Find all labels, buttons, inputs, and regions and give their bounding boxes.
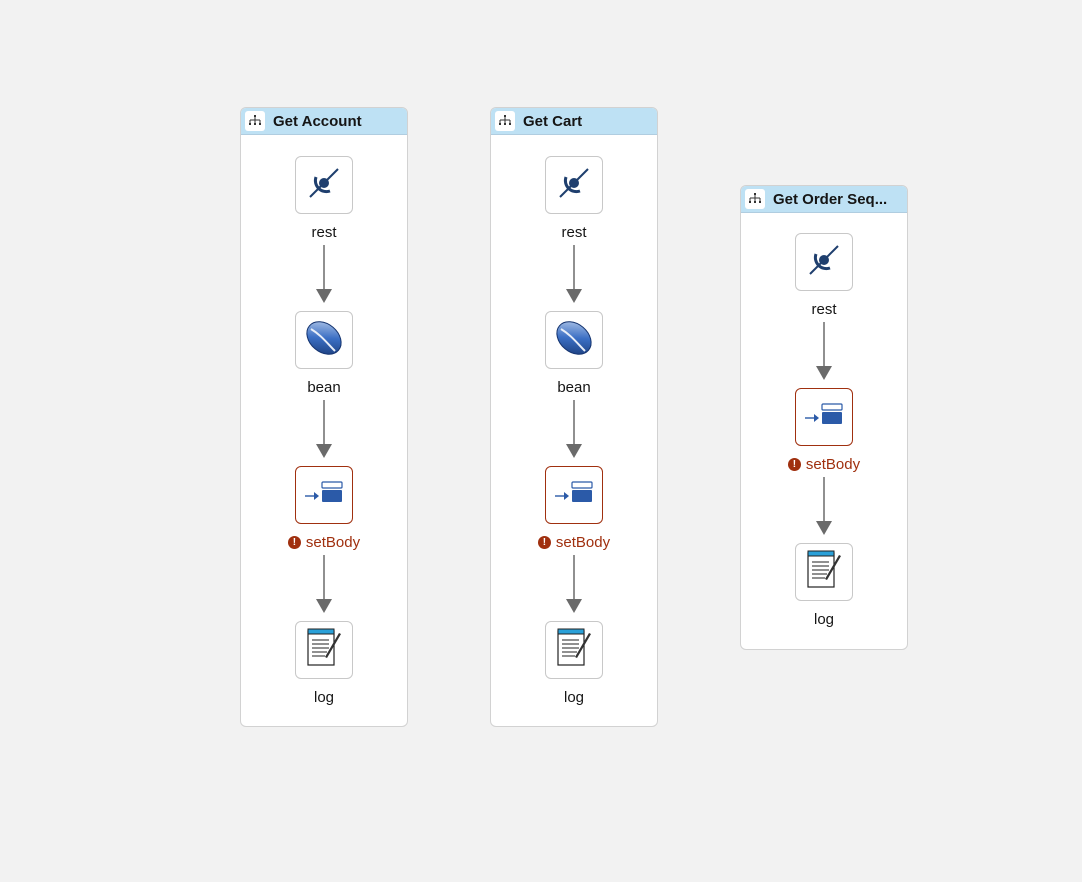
edge-arrow xyxy=(566,245,582,308)
route-title: Get Cart xyxy=(523,112,583,130)
rest-icon xyxy=(306,165,342,206)
rest-icon xyxy=(556,165,592,206)
route-header[interactable]: Get Account xyxy=(241,108,407,135)
step-label: bean xyxy=(557,379,591,396)
route-title: Get Order Seq... xyxy=(773,190,888,208)
step-rest[interactable]: rest xyxy=(499,156,649,241)
step-label: ! setBody xyxy=(749,456,899,473)
step-log[interactable]: log xyxy=(499,621,649,706)
step-log-box[interactable] xyxy=(545,621,603,679)
step-bean-box[interactable] xyxy=(295,311,353,369)
step-log-box[interactable] xyxy=(795,543,853,601)
step-bean-box[interactable] xyxy=(545,311,603,369)
edge-arrow xyxy=(316,400,332,463)
step-setbody[interactable]: ! setBody xyxy=(249,466,399,551)
step-label: bean xyxy=(307,379,341,396)
setbody-icon xyxy=(554,480,594,510)
step-label: log xyxy=(313,689,335,706)
step-label: log xyxy=(563,689,585,706)
step-label: ! setBody xyxy=(499,534,649,551)
route-title: Get Account xyxy=(273,112,362,130)
log-icon xyxy=(555,627,593,674)
error-icon: ! xyxy=(787,458,801,471)
step-log[interactable]: log xyxy=(249,621,399,706)
step-setbody-box[interactable] xyxy=(795,388,853,446)
step-rest-box[interactable] xyxy=(795,233,853,291)
route-get-order-seq[interactable]: Get Order Seq... rest ! setBody xyxy=(740,185,908,650)
setbody-icon xyxy=(804,402,844,432)
log-icon xyxy=(305,627,343,674)
step-setbody-box[interactable] xyxy=(545,466,603,524)
step-label: rest xyxy=(311,224,337,241)
edge-arrow xyxy=(816,322,832,385)
step-rest-box[interactable] xyxy=(295,156,353,214)
log-icon xyxy=(805,549,843,596)
edge-arrow xyxy=(816,477,832,540)
route-get-account[interactable]: Get Account rest bean xyxy=(240,107,408,727)
bean-icon xyxy=(303,317,345,364)
error-icon: ! xyxy=(287,536,301,549)
route-hierarchy-icon xyxy=(245,111,265,131)
step-log-box[interactable] xyxy=(295,621,353,679)
edge-arrow xyxy=(566,400,582,463)
bean-icon xyxy=(553,317,595,364)
step-log[interactable]: log xyxy=(749,543,899,628)
route-hierarchy-icon xyxy=(495,111,515,131)
route-header[interactable]: Get Order Seq... xyxy=(741,186,907,213)
rest-icon xyxy=(806,242,842,283)
error-icon: ! xyxy=(537,536,551,549)
step-label: rest xyxy=(811,301,837,318)
route-hierarchy-icon xyxy=(745,189,765,209)
edge-arrow xyxy=(316,245,332,308)
step-bean[interactable]: bean xyxy=(249,311,399,396)
route-header[interactable]: Get Cart xyxy=(491,108,657,135)
step-bean[interactable]: bean xyxy=(499,311,649,396)
step-setbody[interactable]: ! setBody xyxy=(749,388,899,473)
step-rest[interactable]: rest xyxy=(749,233,899,318)
route-get-cart[interactable]: Get Cart rest bean xyxy=(490,107,658,727)
edge-arrow xyxy=(316,555,332,618)
step-rest-box[interactable] xyxy=(545,156,603,214)
setbody-icon xyxy=(304,480,344,510)
step-label: log xyxy=(813,611,835,628)
step-label: ! setBody xyxy=(249,534,399,551)
edge-arrow xyxy=(566,555,582,618)
step-label: rest xyxy=(561,224,587,241)
step-rest[interactable]: rest xyxy=(249,156,399,241)
step-setbody[interactable]: ! setBody xyxy=(499,466,649,551)
step-setbody-box[interactable] xyxy=(295,466,353,524)
